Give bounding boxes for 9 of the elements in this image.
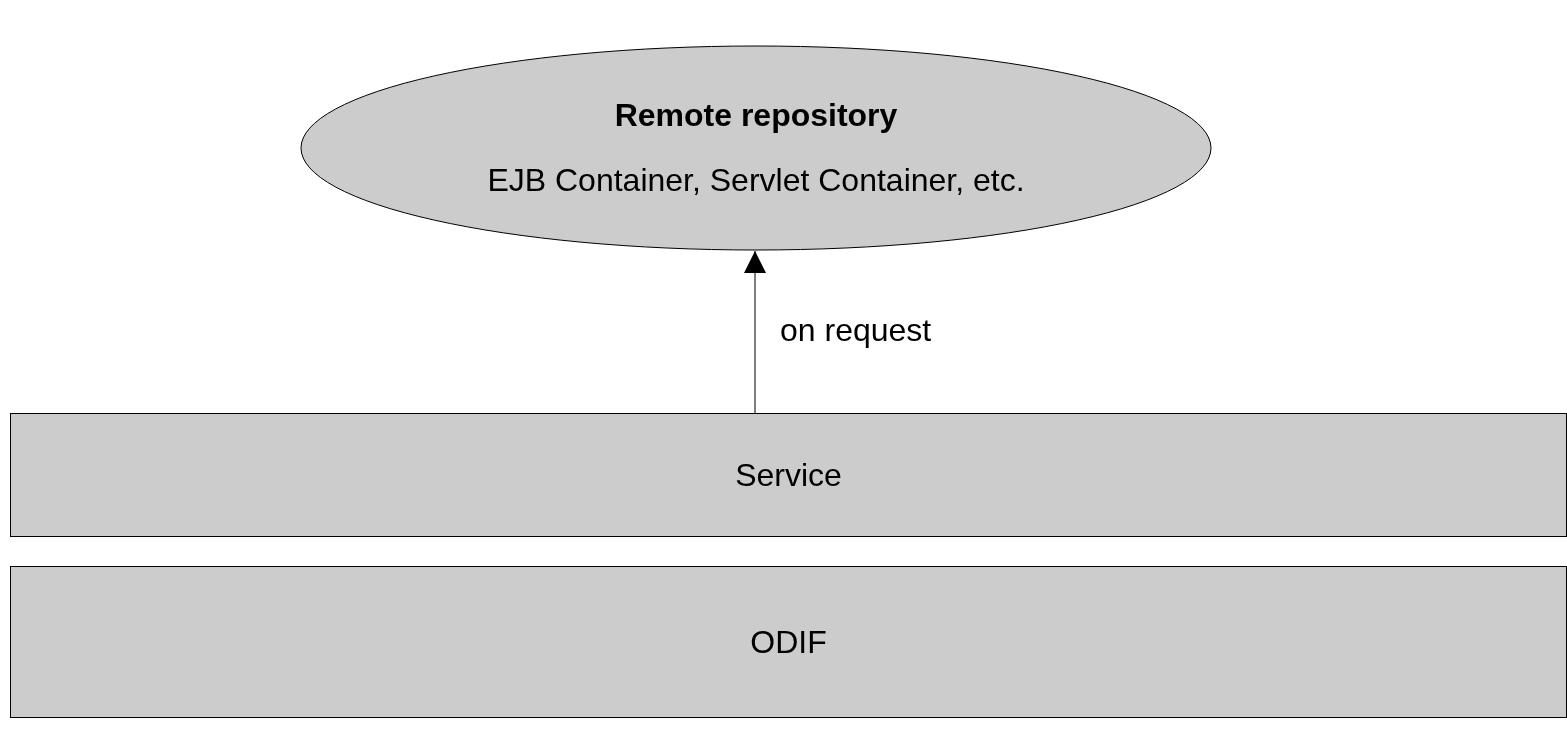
layer-box (10, 566, 1567, 718)
edge-label: on request (780, 312, 932, 349)
node-text: Service (735, 456, 842, 494)
node-text: EJB Container, Servlet Container, etc. (487, 162, 1025, 199)
arrow (744, 250, 766, 414)
node-heading: Remote repository (614, 97, 898, 134)
layer-box (10, 413, 1567, 537)
node-text: ODIF (750, 623, 827, 661)
ellipse-node (300, 45, 1212, 251)
